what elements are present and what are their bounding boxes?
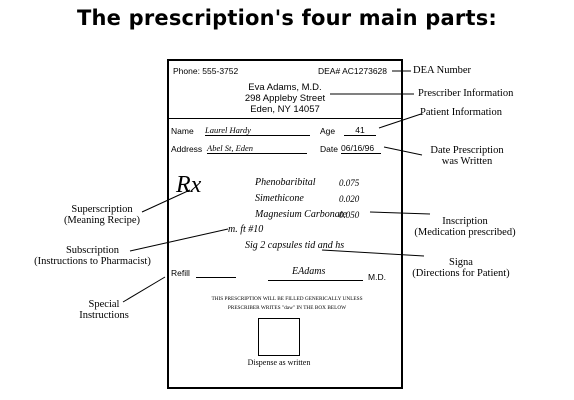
label-signa: Signa (Directions for Patient) [400,257,522,279]
label-subscription: Subscription (Instructions to Pharmacist… [30,245,155,267]
inscription-leader [369,211,431,215]
prescriber-block: Eva Adams, M.D. 298 Appleby Street Eden,… [215,82,355,115]
patient-address: Abel St, Eden [207,143,307,154]
drug-3: Magnesium Carbonate [255,209,347,220]
age-label: Age [320,126,336,136]
label-superscription-line-2: (Meaning Recipe) [63,215,141,226]
label-inscription-line-1: Inscription [442,216,488,227]
label-special-instructions: Special Instructions [64,299,144,321]
rx-symbol: Rx [176,172,202,198]
label-dea-number: DEA Number [413,65,472,76]
prescriber-name: Eva Adams, M.D. [248,82,322,93]
prescriber-street: 298 Appleby Street [244,93,326,104]
label-inscription-line-2: (Medication prescribed) [414,227,516,238]
signature: EAdams [292,266,326,277]
generic-notice-line-2: PRESCRIBER WRITES "daw" IN THE BOX BELOW [227,305,347,311]
prescription-form [167,59,403,389]
date-written: 06/16/96 [341,143,381,154]
label-subscription-line-2: (Instructions to Pharmacist) [34,256,151,267]
refill-label: Refill [171,268,190,278]
drug-2: Simethicone [255,193,304,204]
label-superscription: Superscription (Meaning Recipe) [52,204,152,226]
label-inscription: Inscription (Medication prescribed) [404,216,526,238]
header-divider [168,118,401,119]
date-leader [383,146,423,156]
label-patient-info: Patient Information [420,107,502,118]
label-date-written: Date Prescription was Written [412,145,522,167]
md-label: M.D. [368,272,386,282]
diagram-title: The prescription's four main parts: [76,6,498,30]
drug-1: Phenobaribital [255,177,316,188]
label-date-written-line-2: was Written [441,156,493,167]
phone-number: Phone: 555-3752 [173,66,239,76]
name-label: Name [171,126,194,136]
dispense-label: Dispense as written [247,358,311,367]
address-label: Address [171,144,203,154]
label-signa-line-2: (Directions for Patient) [412,268,510,279]
signature-line [268,280,363,281]
drug-3-amount: 0.050 [339,210,360,220]
signa-leader [321,249,425,257]
refill-line [196,277,236,278]
special-leader [122,276,166,303]
date-label: Date [320,144,338,154]
label-superscription-line-1: Superscription [71,204,133,215]
superscription-leader [141,189,191,213]
label-signa-line-1: Signa [449,257,473,268]
subscription-text: m. ft #10 [228,224,264,235]
patient-name: Laurel Hardy [205,125,310,136]
dea-number: DEA# AC1273628 [318,66,387,76]
daw-box[interactable] [258,318,300,356]
generic-notice-line-1: THIS PRESCRIPTION WILL BE FILLED GENERIC… [211,296,363,302]
label-special-line-1: Special [88,299,120,310]
label-prescriber-info: Prescriber Information [418,88,514,99]
drug-1-amount: 0.075 [339,178,360,188]
subscription-leader [129,228,229,252]
generic-notice: THIS PRESCRIPTION WILL BE FILLED GENERIC… [182,295,392,313]
drug-2-amount: 0.020 [339,194,360,204]
prescriber-city: Eden, NY 14057 [250,104,320,115]
signa-text: Sig 2 capsules tid and hs [245,240,345,251]
patient-leader [378,113,422,129]
label-subscription-line-1: Subscription [65,245,120,256]
label-date-written-line-1: Date Prescription [430,145,504,156]
patient-age: 41 [344,125,376,136]
label-special-line-2: Instructions [79,310,129,321]
